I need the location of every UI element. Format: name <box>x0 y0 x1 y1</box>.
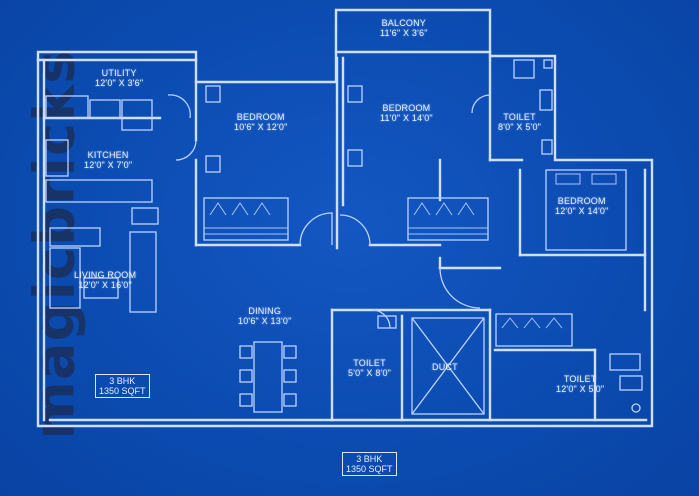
kitchen-counter <box>45 95 159 225</box>
toilet-fixtures <box>377 59 643 413</box>
room-label-duct: DUCT <box>432 362 458 372</box>
door-swings <box>167 94 491 329</box>
dining-table <box>239 341 297 413</box>
duct-shaft <box>411 317 485 415</box>
bed-furniture <box>203 85 627 347</box>
living-sofa <box>49 227 157 313</box>
